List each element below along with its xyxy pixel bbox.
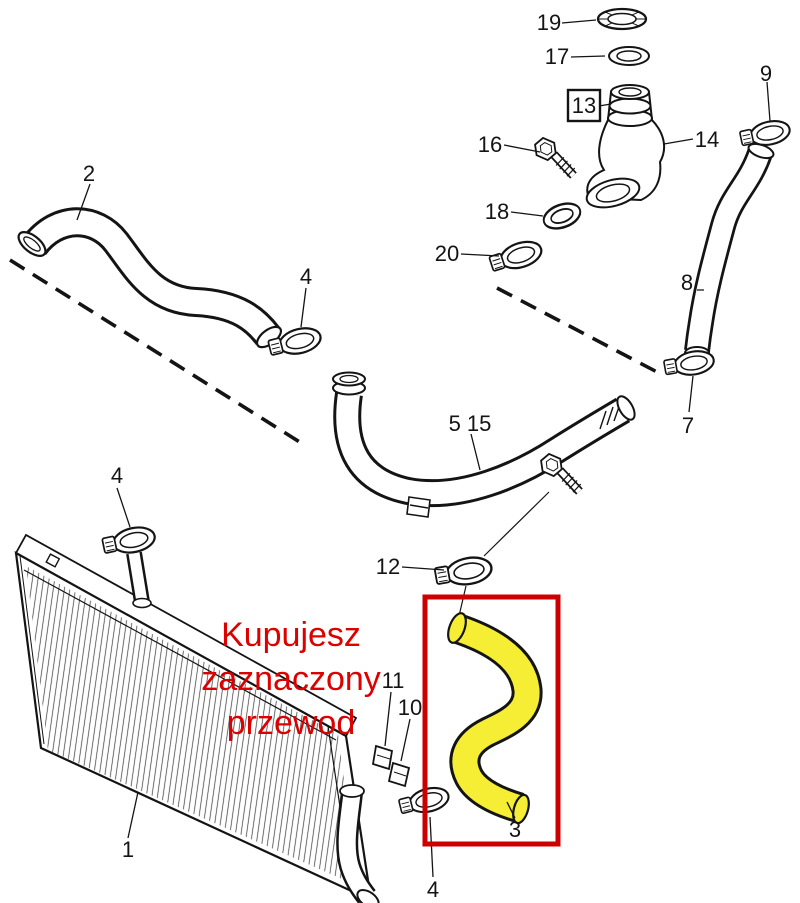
- note-line-3: przewod: [227, 704, 356, 742]
- assembly-axis-dashed-lines: [9, 258, 658, 448]
- part-label-4b: 4: [111, 463, 123, 488]
- part-label-4a: 4: [300, 264, 312, 289]
- radiator-inlet-stub: [126, 551, 152, 609]
- highlight-box: [422, 594, 561, 847]
- clamp-20-drawing: [486, 235, 546, 278]
- radiator-frame-line: [19, 555, 45, 745]
- part-label-16: 16: [478, 132, 502, 157]
- gasket-17-drawing: [608, 46, 650, 66]
- clamp-4b-drawing: [100, 522, 159, 560]
- part-label-18: 18: [485, 199, 509, 224]
- part-label-3: 3: [509, 817, 521, 842]
- hose-8-drawing: [684, 142, 775, 360]
- part-label-19: 19: [537, 10, 561, 35]
- hose-3-top-opening: [447, 612, 467, 644]
- radiator-core-top-line: [23, 569, 337, 741]
- hose-5-15-drawing: [332, 371, 636, 508]
- radiator-core-fins: [26, 566, 358, 886]
- seal-18-drawing: [539, 197, 585, 235]
- bracket-11-drawing: [371, 744, 394, 771]
- part-label-14: 14: [695, 127, 719, 152]
- radiator-outlet-pipe: [336, 784, 380, 903]
- part-label-1: 1: [122, 837, 134, 862]
- connection-lines: [458, 491, 550, 617]
- hose-2-drawing: [17, 207, 283, 349]
- note-line-2: zaznaczony: [201, 660, 381, 698]
- bolt-16-drawing: [530, 135, 583, 179]
- part-label-11: 11: [382, 668, 405, 693]
- clamp-12-drawing: [432, 553, 495, 591]
- part-label-7: 7: [682, 413, 694, 438]
- radiator-mount-tab: [45, 553, 61, 568]
- part-label-8: 8: [681, 270, 693, 295]
- part-label-9: 9: [760, 61, 772, 86]
- cap-19-drawing: [596, 7, 648, 31]
- radiator-drawing: [14, 533, 373, 902]
- part-label-20: 20: [435, 241, 459, 266]
- hose-bracket-drawing: [406, 496, 431, 518]
- part-label-12: 12: [376, 554, 400, 579]
- part-label-10: 10: [398, 695, 422, 720]
- part-label-17: 17: [545, 44, 569, 69]
- hose-3-bottom-opening: [512, 793, 530, 825]
- part-label-13-box: [566, 88, 602, 123]
- highlighted-hose-3-drawing: [447, 612, 543, 825]
- leader-lines: [76, 19, 771, 878]
- housing-14-drawing: [585, 84, 666, 209]
- bracket-10-drawing: [387, 761, 411, 788]
- clamp-7-drawing: [661, 347, 717, 381]
- hose-3-yellow-fill: [452, 617, 540, 821]
- part-label-5-15: 5 15: [449, 411, 492, 436]
- note-line-1: Kupujesz: [221, 616, 361, 654]
- part-label-4c: 4: [427, 877, 439, 902]
- part-label-2: 2: [83, 161, 95, 186]
- part-label-13: 13: [572, 93, 596, 118]
- clamp-9-drawing: [737, 116, 793, 152]
